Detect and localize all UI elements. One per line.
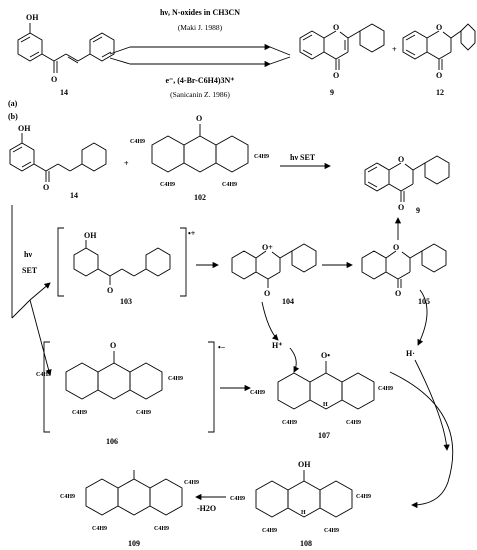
c4h9-109-a: C4H9 (60, 494, 75, 500)
c4h9-107-b: C4H9 (378, 386, 393, 392)
c4h9-108-c: C4H9 (262, 528, 277, 534)
oh-label: OH (26, 13, 39, 22)
c4h9-106-b: C4H9 (168, 376, 183, 382)
chalcone-14-b: OH O (9, 124, 107, 192)
compound-9-a-label: 9 (330, 88, 334, 97)
o-104-label: O (264, 289, 270, 298)
arrow-to-103 (29, 282, 51, 301)
minus-water-label: -H2O (197, 504, 216, 513)
flavone-9-b: O O (364, 155, 450, 212)
compound-107-label: 107 (318, 431, 330, 440)
arrow-107-108 (389, 371, 454, 509)
panel-a-label: (a) (8, 99, 18, 108)
compound-109-label: 109 (128, 539, 140, 548)
o-103-label: O (107, 286, 113, 295)
h-plus-label: H⁺ (272, 341, 282, 350)
c4h9-108-b: C4H9 (356, 494, 371, 500)
o-plus-104-label: O+ (262, 243, 273, 252)
chalcone-14-a: OH O (17, 13, 115, 84)
o-105-label: O (393, 243, 399, 252)
compound-12-a-label: 12 (436, 88, 444, 97)
c4h9-106-a: C4H9 (36, 372, 51, 378)
arrow-h-plus-1 (261, 301, 279, 341)
hydroxy-flavin-108: OH H (255, 460, 353, 518)
o-14b-label: O (43, 183, 49, 192)
flavin-radical-107: O• H (277, 351, 375, 410)
o-ring-label: O (333, 23, 339, 32)
flavin-oxide-102: O (151, 114, 249, 173)
h-108-label: H (301, 510, 306, 516)
o-carbonyl-label: O (333, 71, 339, 80)
side-set-label: SET (22, 266, 38, 275)
o-label: O (51, 75, 57, 84)
c4h9-107-c: C4H9 (282, 420, 297, 426)
oh-14b-label: OH (18, 124, 31, 133)
c4h9-108-a: C4H9 (230, 496, 245, 502)
c4h9-102-a: C4H9 (130, 139, 145, 145)
compound-106-label: 106 (106, 437, 118, 446)
panel-b-label: (b) (8, 112, 18, 121)
c4h9-106-d: C4H9 (136, 410, 151, 416)
o-ring-12-label: O (436, 23, 442, 32)
arrow-to-106 (29, 299, 52, 376)
arrow-h-dot-2 (414, 359, 450, 451)
plus-a: + (392, 45, 397, 54)
c4h9-102-d: C4H9 (222, 182, 237, 188)
compound-104-label: 104 (282, 297, 294, 306)
radical-105: O O (361, 243, 447, 298)
plus-b: + (124, 159, 129, 168)
flavanone-12-a: O O (402, 23, 476, 80)
compound-108-label: 108 (300, 539, 312, 548)
oh-103-label: OH (84, 231, 97, 240)
o-carbonyl-12-label: O (436, 71, 442, 80)
h-107-label: H (323, 402, 328, 408)
side-hv-label: hν (24, 250, 32, 259)
flavin-radical-anion-106: O (43, 341, 215, 433)
compound-14-b-label: 14 (70, 191, 78, 200)
o-9b-carbonyl-label: O (398, 203, 404, 212)
compound-105-label: 105 (418, 297, 430, 306)
o-106-label: O (110, 341, 116, 350)
flavin-109 (85, 470, 183, 516)
compound-9-b-label: 9 (416, 206, 420, 215)
reagent-bottom: e⁻, (4-Br-C6H4)3N⁺ (165, 76, 234, 85)
arrow-h-plus-2 (289, 347, 300, 373)
radical-cation-103: OH O (57, 227, 187, 297)
reagent-top: hν, N-oxides in CH3CN (160, 8, 240, 17)
c4h9-108-d: C4H9 (324, 528, 339, 534)
cation-104: O+ O (231, 243, 317, 298)
h-dot-label: H· (406, 349, 415, 358)
c4h9-109-c: C4H9 (92, 526, 107, 532)
compound-14-a-label: 14 (60, 88, 68, 97)
radical-anion-mark: •− (218, 343, 226, 352)
c4h9-109-b: C4H9 (184, 480, 199, 486)
hv-set-top-label: hν SET (290, 153, 316, 162)
n-oxide-o-label: O (196, 114, 202, 123)
oh-108-label: OH (298, 460, 311, 469)
flavone-9-a: O O (299, 23, 385, 80)
c4h9-107-d: C4H9 (346, 420, 361, 426)
arrow-h-dot-1 (417, 289, 428, 346)
o-dot-107-label: O• (321, 351, 330, 360)
compound-102-label: 102 (194, 193, 206, 202)
c4h9-102-b: C4H9 (254, 154, 269, 160)
compound-103-label: 103 (120, 297, 132, 306)
reference-bottom: (Sanicanin Z. 1986) (170, 90, 230, 99)
c4h9-106-c: C4H9 (72, 410, 87, 416)
reference-top: (Maki J. 1988) (178, 23, 223, 32)
c4h9-109-d: C4H9 (154, 526, 169, 532)
c4h9-102-c: C4H9 (160, 182, 175, 188)
c4h9-107-a: C4H9 (250, 390, 265, 396)
o-105-carbonyl-label: O (395, 289, 401, 298)
o-9b-label: O (398, 155, 404, 164)
radical-cation-mark: •+ (188, 229, 196, 238)
